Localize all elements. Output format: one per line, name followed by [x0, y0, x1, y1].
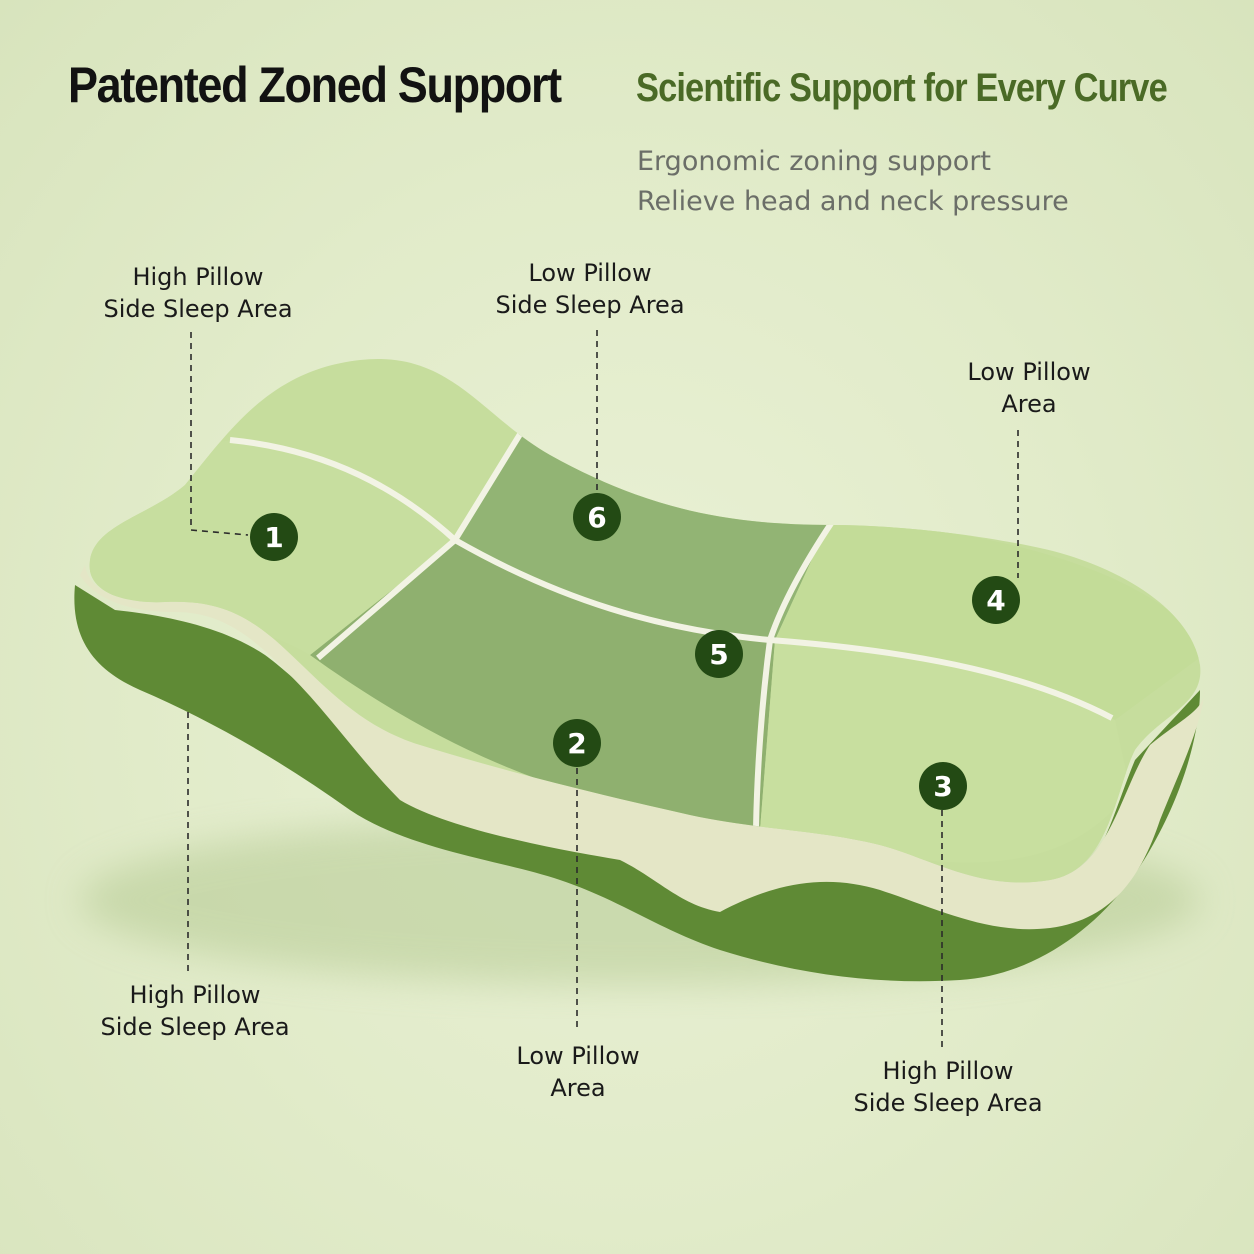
zone-number-6: 6 [587, 501, 606, 534]
zone-number-2: 2 [567, 727, 586, 760]
label-top-left-line2: Side Sleep Area [103, 295, 293, 323]
zone-2-surface [310, 540, 775, 830]
divider-line-upper [229, 437, 1114, 721]
zone-badge-4: 4 [972, 576, 1020, 624]
leader-line-zone-1-top [190, 332, 249, 536]
label-bottom-center-line1: Low Pillow [516, 1042, 640, 1070]
label-top-right: Low Pillow Area [944, 356, 1114, 420]
pillow-side-wall [80, 565, 1205, 930]
page-title: Patented Zoned Support [68, 57, 562, 113]
zone-number-3: 3 [933, 770, 952, 803]
zone-badge-6: 6 [573, 493, 621, 541]
label-top-right-line1: Low Pillow [967, 358, 1091, 386]
label-top-center-line2: Side Sleep Area [495, 291, 685, 319]
zone-badge-2: 2 [553, 719, 601, 767]
divider-line-right [753, 520, 835, 831]
label-bottom-left: High Pillow Side Sleep Area [95, 979, 295, 1043]
label-bottom-left-line1: High Pillow [129, 981, 261, 1009]
label-bottom-center-line2: Area [550, 1074, 606, 1102]
label-top-right-line2: Area [1001, 390, 1057, 418]
zone-number-5: 5 [709, 638, 728, 671]
zone-badge-1: 1 [250, 513, 298, 561]
label-top-center-line1: Low Pillow [528, 259, 652, 287]
label-top-center: Low Pillow Side Sleep Area [490, 257, 690, 321]
label-bottom-right-line2: Side Sleep Area [853, 1089, 1043, 1117]
label-bottom-right: High Pillow Side Sleep Area [848, 1055, 1048, 1119]
divider-line-left [316, 416, 533, 661]
label-bottom-right-line1: High Pillow [882, 1057, 1014, 1085]
label-bottom-left-line2: Side Sleep Area [100, 1013, 290, 1041]
benefit-line-2: Relieve head and neck pressure [637, 186, 1069, 217]
label-bottom-center: Low Pillow Area [493, 1040, 663, 1104]
page-subtitle: Scientific Support for Every Curve [636, 66, 1168, 110]
zone-badge-5: 5 [695, 630, 743, 678]
zone-number-1: 1 [264, 521, 283, 554]
zone-number-4: 4 [986, 584, 1005, 617]
benefit-line-1: Ergonomic zoning support [637, 146, 992, 177]
zone-badge-3: 3 [919, 762, 967, 810]
label-top-left: High Pillow Side Sleep Area [98, 261, 298, 325]
label-top-left-line1: High Pillow [132, 263, 264, 291]
zone-3-surface [760, 640, 1130, 863]
